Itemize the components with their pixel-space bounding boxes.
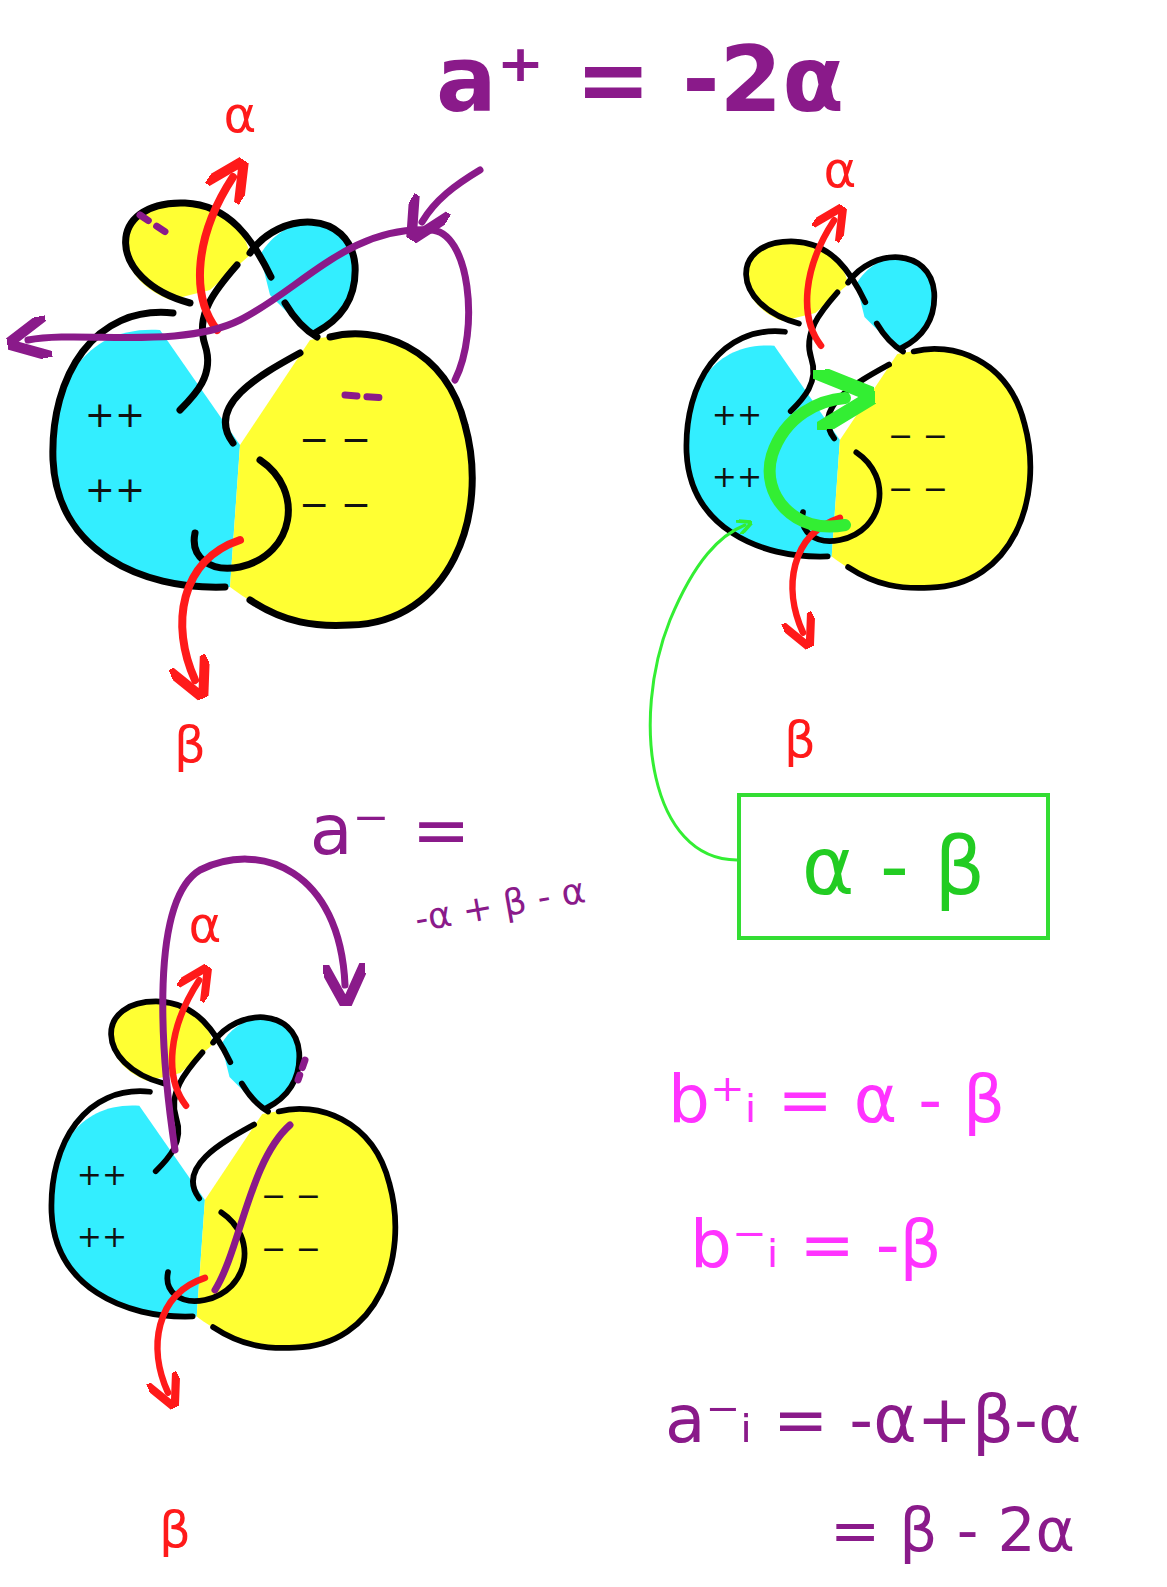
formula-label: α (224, 90, 257, 140)
sign-mark: − − (888, 421, 948, 451)
formula-label: b⁻ᵢ = -β (690, 1212, 942, 1278)
formula-label: b⁺ᵢ = α - β (668, 1067, 1005, 1133)
sign-mark: − − (261, 1234, 321, 1264)
leader-line (650, 398, 845, 860)
loop-curve (28, 170, 480, 1290)
sign-mark: ++ (712, 400, 762, 430)
formula-label: β (784, 715, 816, 765)
sign-mark: ++ (85, 472, 145, 508)
formula-label: a⁺ = -2α (436, 35, 844, 125)
formula-label: a⁻ = (310, 795, 471, 865)
formula-label: β (174, 720, 206, 770)
sign-mark: − − (261, 1181, 321, 1211)
formula-label: a⁻ᵢ = -α+β-α (665, 1387, 1081, 1453)
formula-label: -α + β - α (412, 872, 588, 937)
sign-mark: − − (888, 474, 948, 504)
formula-label: α (824, 145, 857, 195)
callout-box: α - β (737, 793, 1050, 940)
formula-label: = β - 2α (830, 1500, 1075, 1560)
box-text: α - β (802, 827, 986, 907)
sign-mark: ++ (85, 397, 145, 433)
sign-mark: ++ (77, 1160, 127, 1190)
knot-figure (53, 177, 472, 680)
knot-figure (686, 220, 1030, 632)
formula-label: α (189, 900, 222, 950)
formula-label: β (159, 1505, 191, 1555)
sign-mark: ++ (712, 462, 762, 492)
sign-mark: − − (299, 487, 371, 523)
knot-figure (51, 980, 395, 1392)
sign-mark: − − (299, 422, 371, 458)
sign-mark: ++ (77, 1222, 127, 1252)
